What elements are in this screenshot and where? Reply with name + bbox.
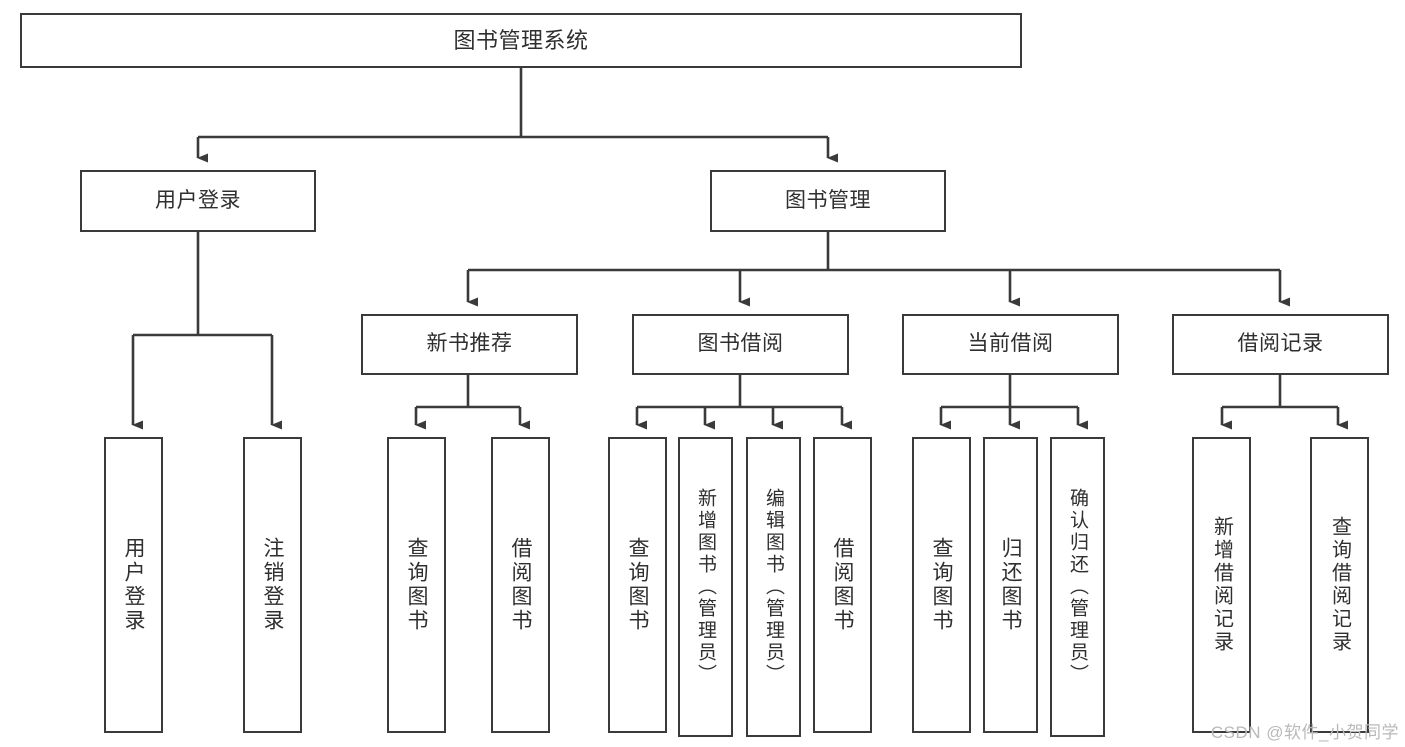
node-leaf-user-login[interactable]: 用户登录 [104,437,163,733]
node-leaf-confirm-return[interactable]: 确认归还（管理员） [1050,437,1105,737]
node-label: 编辑图书（管理员） [763,488,784,686]
node-book-borrow[interactable]: 图书借阅 [632,314,849,375]
node-label: 图书借阅 [697,332,784,356]
node-leaf-borrow-book-1[interactable]: 借阅图书 [491,437,550,733]
node-label: 确认归还（管理员） [1067,488,1088,686]
node-label: 借阅图书 [509,537,532,633]
node-label: 当前借阅 [967,332,1054,356]
node-label: 注销登录 [261,537,284,633]
node-label: 用户登录 [155,188,241,212]
node-current-borrow[interactable]: 当前借阅 [902,314,1119,375]
watermark-text: CSDN @软件_小贺同学 [1210,723,1399,742]
node-label: 图书管理系统 [453,27,589,53]
node-leaf-edit-book[interactable]: 编辑图书（管理员） [746,437,801,737]
node-label: 归还图书 [999,537,1022,633]
node-leaf-query-borrow-record[interactable]: 查询借阅记录 [1310,437,1369,733]
node-label: 查询图书 [626,537,649,633]
node-new-book-recommend[interactable]: 新书推荐 [361,314,578,375]
node-leaf-query-book-1[interactable]: 查询图书 [387,437,446,733]
node-leaf-query-book-3[interactable]: 查询图书 [912,437,971,733]
node-label: 查询图书 [930,537,953,633]
node-label: 新书推荐 [426,332,513,356]
node-root-system[interactable]: 图书管理系统 [20,13,1022,68]
node-label: 新增图书（管理员） [695,488,716,686]
node-label: 用户登录 [122,537,145,633]
node-label: 借阅图书 [831,537,854,633]
node-leaf-query-book-2[interactable]: 查询图书 [608,437,667,733]
node-label: 图书管理 [785,188,871,212]
node-label: 查询借阅记录 [1328,516,1351,654]
node-borrow-record[interactable]: 借阅记录 [1172,314,1389,375]
node-label: 查询图书 [405,537,428,633]
node-leaf-logout-login[interactable]: 注销登录 [243,437,302,733]
node-leaf-add-borrow-record[interactable]: 新增借阅记录 [1192,437,1251,733]
node-leaf-add-book[interactable]: 新增图书（管理员） [678,437,733,737]
node-label: 新增借阅记录 [1210,516,1233,654]
node-leaf-borrow-book-2[interactable]: 借阅图书 [813,437,872,733]
node-leaf-return-book[interactable]: 归还图书 [983,437,1038,733]
node-user-login[interactable]: 用户登录 [80,170,316,232]
node-book-management[interactable]: 图书管理 [710,170,946,232]
node-label: 借阅记录 [1237,332,1324,356]
